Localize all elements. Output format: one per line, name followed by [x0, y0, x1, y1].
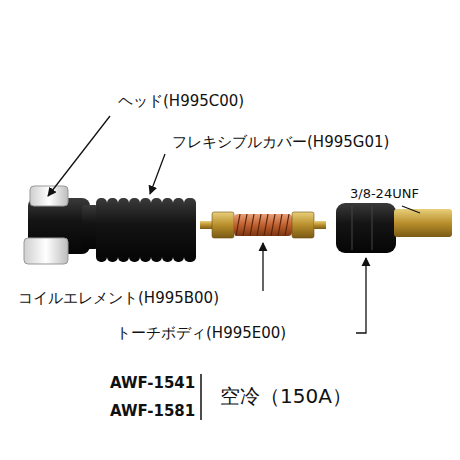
torch-body: [336, 203, 452, 253]
part-name: コイルエレメント(H995B00): [18, 289, 219, 307]
part-name: フレキシブルカバー(H995G01): [172, 133, 389, 151]
cooling-rating: 空冷（150A）: [220, 384, 352, 408]
coil-element: [200, 212, 326, 238]
head-part: [24, 186, 98, 264]
model-number: AWF-1541: [110, 374, 195, 392]
flexible-cover: [96, 198, 196, 262]
divider: [200, 374, 202, 420]
thread-spec: 3/8-24UNF: [350, 186, 419, 202]
part-name: トーチボディ(H995E00): [116, 324, 286, 342]
part-name: ヘッド(H995C00): [118, 92, 244, 110]
model-number: AWF-1581: [110, 402, 195, 420]
